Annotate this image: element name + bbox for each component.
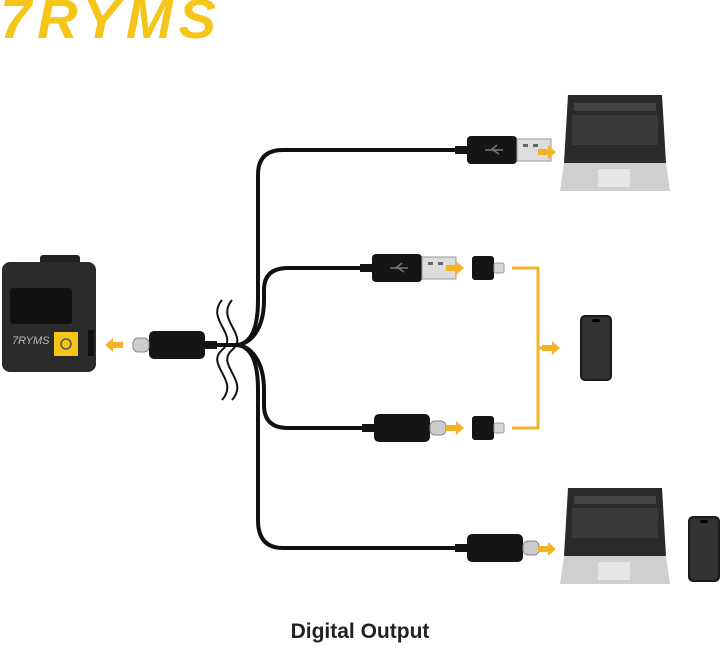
brand-logo: 7RYMS: [0, 0, 222, 50]
arrow-icon: [446, 421, 464, 435]
phone-icon: [688, 516, 720, 582]
arrow-icon: [542, 341, 560, 355]
arrow-icon: [105, 338, 123, 352]
usb-c-plug: [361, 413, 447, 443]
usb-a-plug: [454, 135, 552, 165]
cables: [205, 148, 455, 550]
laptop-icon: [560, 95, 670, 191]
usb-c-plug: [454, 533, 540, 563]
lightning-adapter: [471, 415, 505, 441]
arrow-icon: [538, 542, 556, 556]
caption: Digital Output: [290, 620, 430, 643]
laptop-icon: [560, 488, 670, 584]
lightning-adapter: [471, 255, 505, 281]
usb-a-plug: [359, 253, 457, 283]
svg-text:7RYMS: 7RYMS: [12, 335, 50, 347]
usb-c-plug-main: [132, 330, 218, 360]
break-mark: [216, 299, 239, 401]
receiver-device: 7RYMS: [2, 255, 96, 372]
phone-icon: [580, 315, 612, 381]
